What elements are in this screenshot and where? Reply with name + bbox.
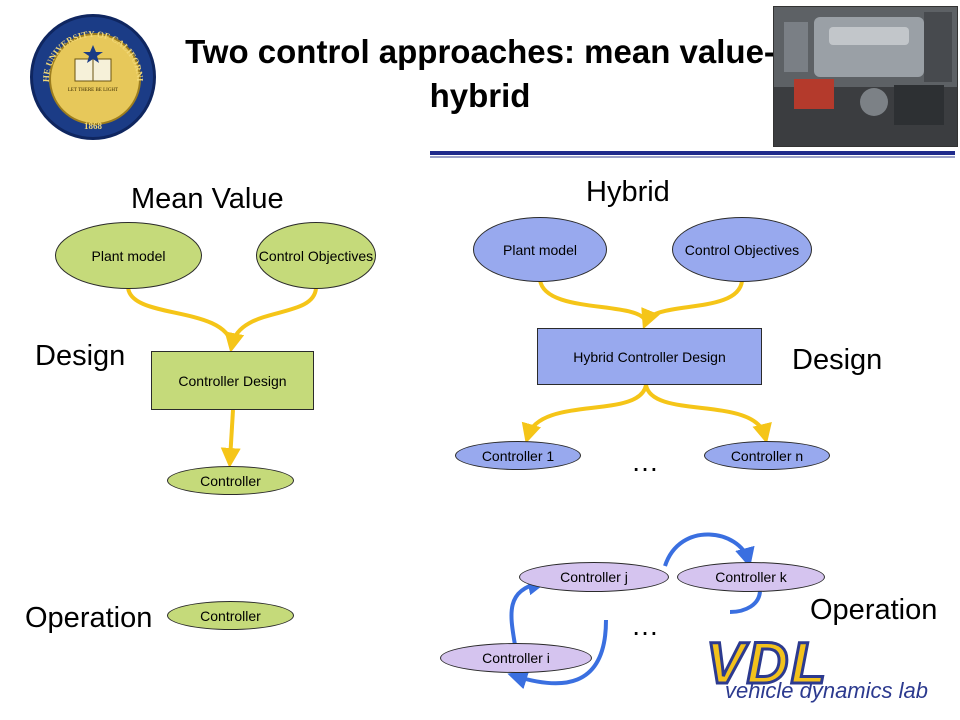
hy-controller-k-node: Controller k — [677, 562, 825, 592]
mv-objectives-arrow — [224, 287, 318, 353]
seal-lettering: THE UNIVERSITY OF CALIFORNIA 1868 LET TH… — [33, 17, 145, 131]
engine-photo — [773, 6, 958, 147]
mean-value-operation-label: Operation — [25, 602, 153, 634]
mv-design-to-controller-arrow — [220, 409, 241, 468]
mv-control-objectives-node: Control Objectives — [256, 222, 376, 289]
mv-controller-node: Controller — [167, 466, 294, 495]
title-rule — [430, 151, 955, 155]
hy-controller-i-node: Controller i — [440, 643, 592, 673]
title-rule-shadow — [430, 156, 955, 158]
hy-operation-ellipsis: … — [631, 610, 661, 641]
hy-control-objectives-node: Control Objectives — [672, 217, 812, 282]
seal-star-icon — [83, 45, 103, 63]
seal-year-text: 1868 — [84, 121, 103, 131]
op-return-arrow — [507, 619, 608, 690]
hy-to-controller1-arrow — [521, 384, 648, 444]
mean-value-design-label: Design — [35, 340, 126, 372]
op-k-down-arrow — [729, 589, 762, 614]
mean-value-heading: Mean Value — [131, 183, 284, 215]
mv-plant-arrow — [126, 286, 234, 346]
hy-design-ellipsis: … — [631, 446, 661, 477]
hy-plant-model-node: Plant model — [473, 217, 607, 282]
op-i-to-j-arrow — [509, 575, 548, 646]
seal-motto-text: LET THERE BE LIGHT — [68, 88, 118, 93]
hy-controller-1-node: Controller 1 — [455, 441, 581, 470]
hy-to-controllern-arrow — [644, 384, 772, 444]
hybrid-design-label: Design — [792, 344, 883, 376]
mv-operation-controller-node: Controller — [167, 601, 294, 630]
vdl-logo-subtitle: vehicle dynamics lab — [725, 678, 928, 703]
hy-controller-n-node: Controller n — [704, 441, 830, 470]
university-seal-logo: THE UNIVERSITY OF CALIFORNIA 1868 LET TH… — [30, 14, 156, 140]
op-j-to-k-arrow — [663, 532, 755, 568]
hybrid-operation-label: Operation — [810, 594, 938, 626]
hy-plant-arrow — [538, 279, 648, 324]
mv-controller-design-node: Controller Design — [151, 351, 314, 410]
hybrid-heading: Hybrid — [586, 176, 670, 208]
vdl-logo-wordmark: VDL — [705, 630, 828, 698]
hy-objectives-arrow — [641, 280, 744, 330]
slide-title: Two control approaches: mean value-hybri… — [185, 33, 775, 114]
hy-hybrid-controller-design-node: Hybrid Controller Design — [537, 328, 762, 385]
hy-controller-j-node: Controller j — [519, 562, 669, 592]
mv-plant-model-node: Plant model — [55, 222, 202, 289]
